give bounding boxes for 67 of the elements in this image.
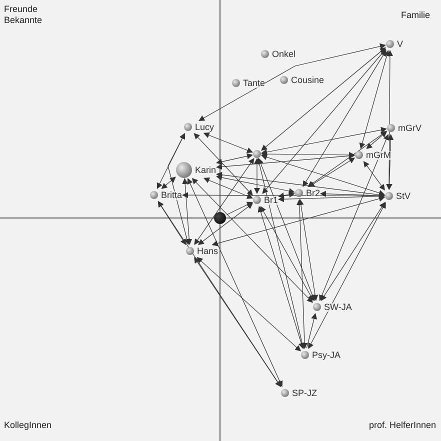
arrow [194, 132, 253, 196]
arrow [278, 192, 295, 198]
node-label: Karin [195, 166, 216, 174]
arrow [298, 199, 318, 301]
arrow [254, 158, 260, 194]
arrow [359, 50, 390, 149]
arrow [262, 48, 386, 194]
node-label: Br2 [306, 188, 320, 198]
arrow [158, 200, 282, 388]
arrow [308, 202, 386, 349]
arrow [196, 257, 302, 352]
arrow [258, 158, 316, 302]
arrow [156, 133, 186, 189]
arrow [194, 158, 254, 246]
node-label: Tante [243, 78, 266, 88]
arrow [363, 161, 385, 190]
quadrant-label: Familie [400, 10, 430, 21]
arrow [203, 178, 254, 199]
arrow [182, 178, 192, 245]
arrow [320, 202, 386, 302]
arrow [161, 176, 176, 190]
node-label: SW-JA [324, 302, 352, 312]
arrow [198, 203, 253, 245]
node-label: mGrV [398, 124, 422, 132]
arrow [168, 133, 190, 245]
arrow [226, 202, 253, 215]
quadrant-label: prof. HelferInnen [368, 420, 436, 431]
arrow [192, 178, 313, 303]
node-label: Psy-JA [312, 350, 341, 360]
arrow [258, 206, 304, 349]
arrow [216, 153, 253, 165]
arrow [158, 200, 186, 246]
arrow [198, 43, 386, 121]
arrow [278, 193, 385, 202]
node-label: StV [396, 192, 411, 200]
arrow [306, 313, 317, 348]
arrow [261, 154, 385, 196]
arrow [320, 190, 385, 199]
arrow [319, 134, 389, 302]
arrow [307, 130, 388, 187]
node-label: V [397, 40, 404, 48]
arrow [216, 172, 385, 198]
arrow [216, 152, 355, 170]
arrow [256, 158, 306, 349]
node-label: Britta [161, 190, 182, 200]
node-label: Onkel [272, 50, 296, 58]
arrow [302, 50, 386, 187]
arrow [212, 196, 385, 246]
arrow [366, 131, 387, 150]
node-label: Lucy [195, 122, 214, 132]
arrow [260, 206, 314, 301]
arrow [216, 174, 295, 194]
arrow [261, 151, 355, 158]
arrow [386, 50, 393, 190]
quadrant-label: Freunde Bekannte [4, 4, 44, 26]
arrow [308, 158, 356, 188]
arrow [187, 178, 283, 387]
quadrant-label: KollegInnen [4, 420, 53, 431]
arrow [261, 127, 387, 155]
node-label: mGrM [366, 150, 391, 160]
node-label: Cousine [291, 76, 324, 84]
arrow [261, 47, 386, 151]
arrow [194, 256, 281, 388]
node-label: Hans [197, 246, 218, 256]
node-label: SP-JZ [292, 388, 318, 398]
arrow [203, 132, 254, 154]
arrow [296, 199, 308, 349]
